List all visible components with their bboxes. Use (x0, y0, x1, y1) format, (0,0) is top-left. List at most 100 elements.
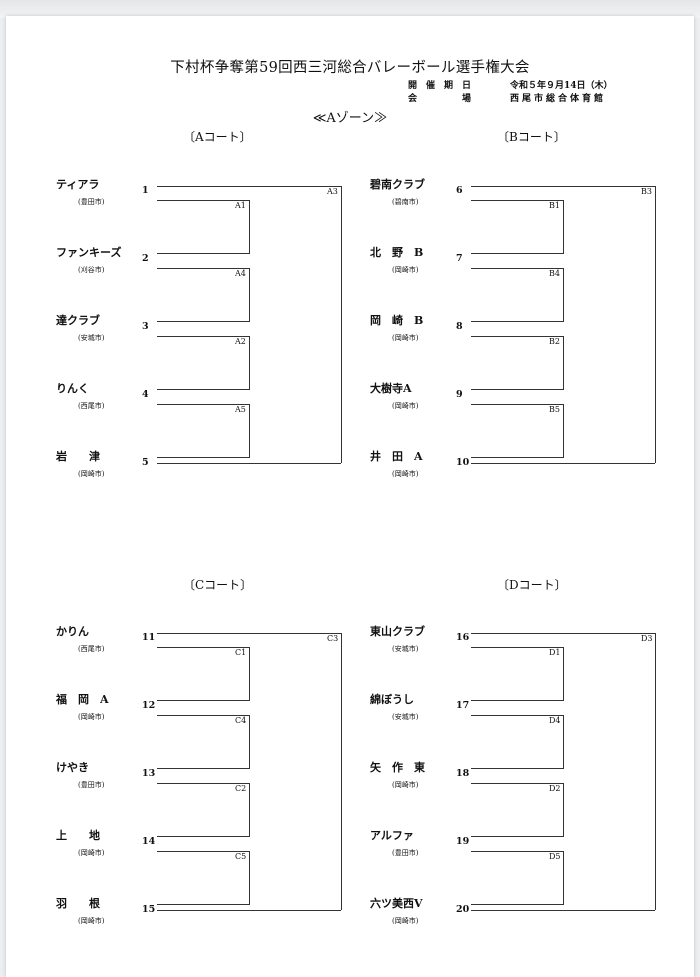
team-city: (岡崎市) (392, 781, 419, 789)
match-label: B4 (549, 269, 560, 278)
team-city: (岡崎市) (392, 334, 419, 342)
match-label: D2 (549, 784, 561, 793)
match-label-final: C3 (327, 634, 339, 643)
bracket-line (471, 851, 563, 852)
team-seed: 2 (142, 253, 149, 264)
venue-value: 西尾市総合体育館 (510, 94, 607, 104)
team-city: (岡崎市) (392, 266, 419, 274)
team-city: (碧南市) (392, 198, 419, 206)
team-city: (岡崎市) (78, 713, 105, 721)
team-seed: 11 (142, 632, 156, 643)
bracket-line (563, 715, 564, 769)
bracket-line (157, 463, 341, 464)
zone-title: ≪Aゾーン≫ (312, 111, 388, 126)
bracket-line (157, 836, 249, 837)
team-name: ティアラ (56, 178, 100, 191)
bracket-line (249, 783, 250, 837)
bracket-line (471, 268, 563, 269)
bracket-line (157, 336, 249, 337)
bracket-line (471, 200, 563, 201)
team-city: (岡崎市) (392, 402, 419, 410)
bracket-line (471, 783, 563, 784)
bracket-line (157, 186, 341, 187)
team-name: 碧南クラブ (370, 178, 425, 191)
bracket-line (157, 904, 249, 905)
bracket-line (157, 404, 249, 405)
bracket-line (471, 700, 563, 701)
window-top-edge (0, 0, 700, 18)
bracket-line (471, 836, 563, 837)
bracket-line (157, 389, 249, 390)
bracket-line (655, 633, 656, 910)
bracket-line (471, 389, 563, 390)
team-seed: 3 (142, 321, 149, 332)
team-city: (岡崎市) (392, 470, 419, 478)
court-title: 〔Aコート〕 (183, 130, 252, 144)
match-label: B1 (549, 201, 560, 210)
bracket-line (471, 715, 563, 716)
team-name: 福 岡 A (56, 693, 109, 706)
team-name: 岡 崎 B (370, 314, 424, 327)
bracket-line (471, 910, 655, 911)
team-seed: 9 (456, 389, 463, 400)
team-city: (豊田市) (78, 781, 105, 789)
bracket-line (471, 336, 563, 337)
match-label: A5 (235, 405, 246, 414)
bracket-line (563, 200, 564, 254)
bracket-line (157, 783, 249, 784)
team-name: 上 地 (56, 829, 100, 842)
team-city: (岡崎市) (78, 470, 105, 478)
team-name: 大樹寺A (370, 382, 412, 395)
bracket-line (471, 768, 563, 769)
team-city: (豊田市) (78, 198, 105, 206)
match-label: C1 (235, 648, 247, 657)
team-seed: 1 (142, 185, 149, 196)
bracket-line (249, 200, 250, 254)
document-page (6, 16, 694, 977)
team-city: (安城市) (392, 713, 419, 721)
team-city: (安城市) (78, 334, 105, 342)
team-name: 達クラブ (56, 314, 100, 327)
team-city: (豊田市) (392, 849, 419, 857)
bracket-line (471, 463, 655, 464)
team-seed: 12 (142, 700, 156, 711)
bracket-line (157, 200, 249, 201)
bracket-line (157, 910, 341, 911)
bracket-line (157, 768, 249, 769)
bracket-line (471, 647, 563, 648)
match-label: C5 (235, 852, 247, 861)
team-city: (安城市) (392, 645, 419, 653)
bracket-line (341, 633, 342, 910)
team-seed: 13 (142, 768, 156, 779)
bracket-line (157, 321, 249, 322)
match-label: C2 (235, 784, 247, 793)
team-city: (岡崎市) (78, 917, 105, 925)
team-name: かりん (56, 625, 89, 638)
bracket-line (249, 851, 250, 905)
match-label: D4 (549, 716, 561, 725)
date-value: 令和５年９月14日（木） (510, 81, 613, 91)
bracket-line (249, 715, 250, 769)
bracket-line (471, 404, 563, 405)
match-label-final: D3 (641, 634, 653, 643)
team-name: 北 野 B (370, 246, 424, 259)
bracket-line (563, 851, 564, 905)
bracket-line (471, 633, 655, 634)
team-name: 羽 根 (56, 897, 100, 910)
bracket-line (471, 253, 563, 254)
team-seed: 7 (456, 253, 463, 264)
bracket-line (157, 700, 249, 701)
team-city: (岡崎市) (78, 849, 105, 857)
team-city: (岡崎市) (392, 917, 419, 925)
bracket-line (157, 457, 249, 458)
bracket-line (157, 647, 249, 648)
match-label: A1 (235, 201, 246, 210)
team-city: (西尾市) (78, 402, 105, 410)
court-title: 〔Bコート〕 (497, 130, 566, 144)
bracket-line (563, 783, 564, 837)
team-name: アルファ (370, 829, 414, 842)
team-seed: 8 (456, 321, 463, 332)
bracket-line (341, 186, 342, 463)
match-label-final: A3 (327, 187, 338, 196)
match-label: B5 (549, 405, 560, 414)
